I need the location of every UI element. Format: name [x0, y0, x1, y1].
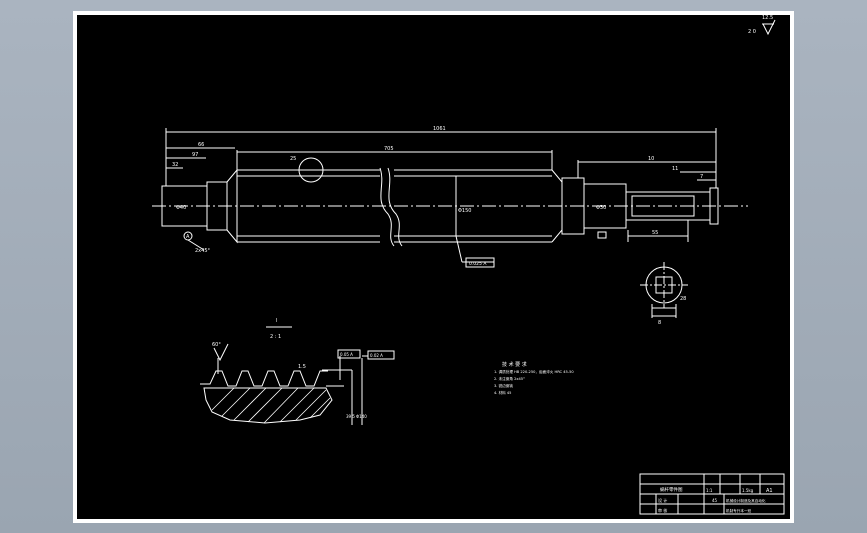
drawing-area[interactable]	[77, 15, 790, 519]
section-dim-width: 8	[658, 320, 661, 326]
dim-right-1: 10	[648, 156, 654, 162]
dim-center-small: 25	[290, 156, 296, 162]
shaft-section-view	[640, 262, 688, 318]
dia-left: Φ40	[176, 205, 186, 211]
title-sheet-size: A1	[766, 488, 773, 494]
dim-left-1: 66	[198, 142, 204, 148]
title-school: 机械设计制造及其自动化	[726, 498, 766, 503]
tech-note-2: 2. 未注倒角 2x45°	[494, 376, 525, 381]
section-dim-depth: 28	[680, 296, 686, 302]
title-material: 45	[712, 498, 718, 503]
title-weight: 1.5kg	[742, 488, 754, 493]
dim-middle: 705	[384, 146, 394, 152]
tech-notes-heading: 技 术 要 求	[502, 361, 527, 368]
sheet-label: 2 0	[748, 29, 756, 35]
dim-left-3: 32	[172, 162, 178, 168]
detail-title: I	[276, 318, 277, 324]
tol-box-2: 0.02 A	[370, 353, 383, 358]
title-scale: 1:1	[706, 488, 713, 493]
roughness-value: 12.5	[762, 15, 773, 21]
overall-length-dim: 1061	[433, 126, 446, 132]
detail-dim-v2: Φ140	[356, 414, 367, 419]
detail-pitch: 1.5	[298, 364, 306, 370]
dia-right: Φ30	[596, 205, 606, 211]
title-drawing-name: 蜗杆零件图	[660, 486, 683, 493]
chamfer-note: 2x45°	[195, 248, 211, 254]
callout-box-text: 0.025 A	[469, 261, 487, 267]
dia-center: Φ150	[458, 208, 471, 214]
dim-left-2: 97	[192, 152, 198, 158]
roughness-symbol	[762, 19, 776, 36]
tol-box-1: 0.05 A	[340, 352, 353, 357]
detail-dim-v1: 39.5	[346, 414, 355, 419]
title-designer: 设 计	[658, 497, 667, 503]
title-checker: 审 核	[658, 507, 667, 513]
shaft-main-view	[152, 128, 748, 268]
dim-right-4: 55	[652, 230, 658, 236]
title-block	[639, 473, 785, 515]
tech-note-1: 1. 调质处理 HB 220-250，齿面淬火 HRC 45-50	[494, 369, 574, 374]
dim-right-2: 11	[672, 166, 678, 172]
title-class: 机制专升本一班	[726, 508, 752, 513]
detail-angle: 60°	[212, 342, 221, 348]
detail-scale: 2 : 1	[270, 334, 281, 340]
tech-note-4: 4. 材料 45	[494, 390, 511, 395]
dim-right-3: 7	[700, 174, 703, 180]
tech-note-3: 3. 锐边倒钝	[494, 383, 513, 388]
thread-detail-view	[200, 326, 395, 425]
datum-label: A	[186, 234, 190, 240]
